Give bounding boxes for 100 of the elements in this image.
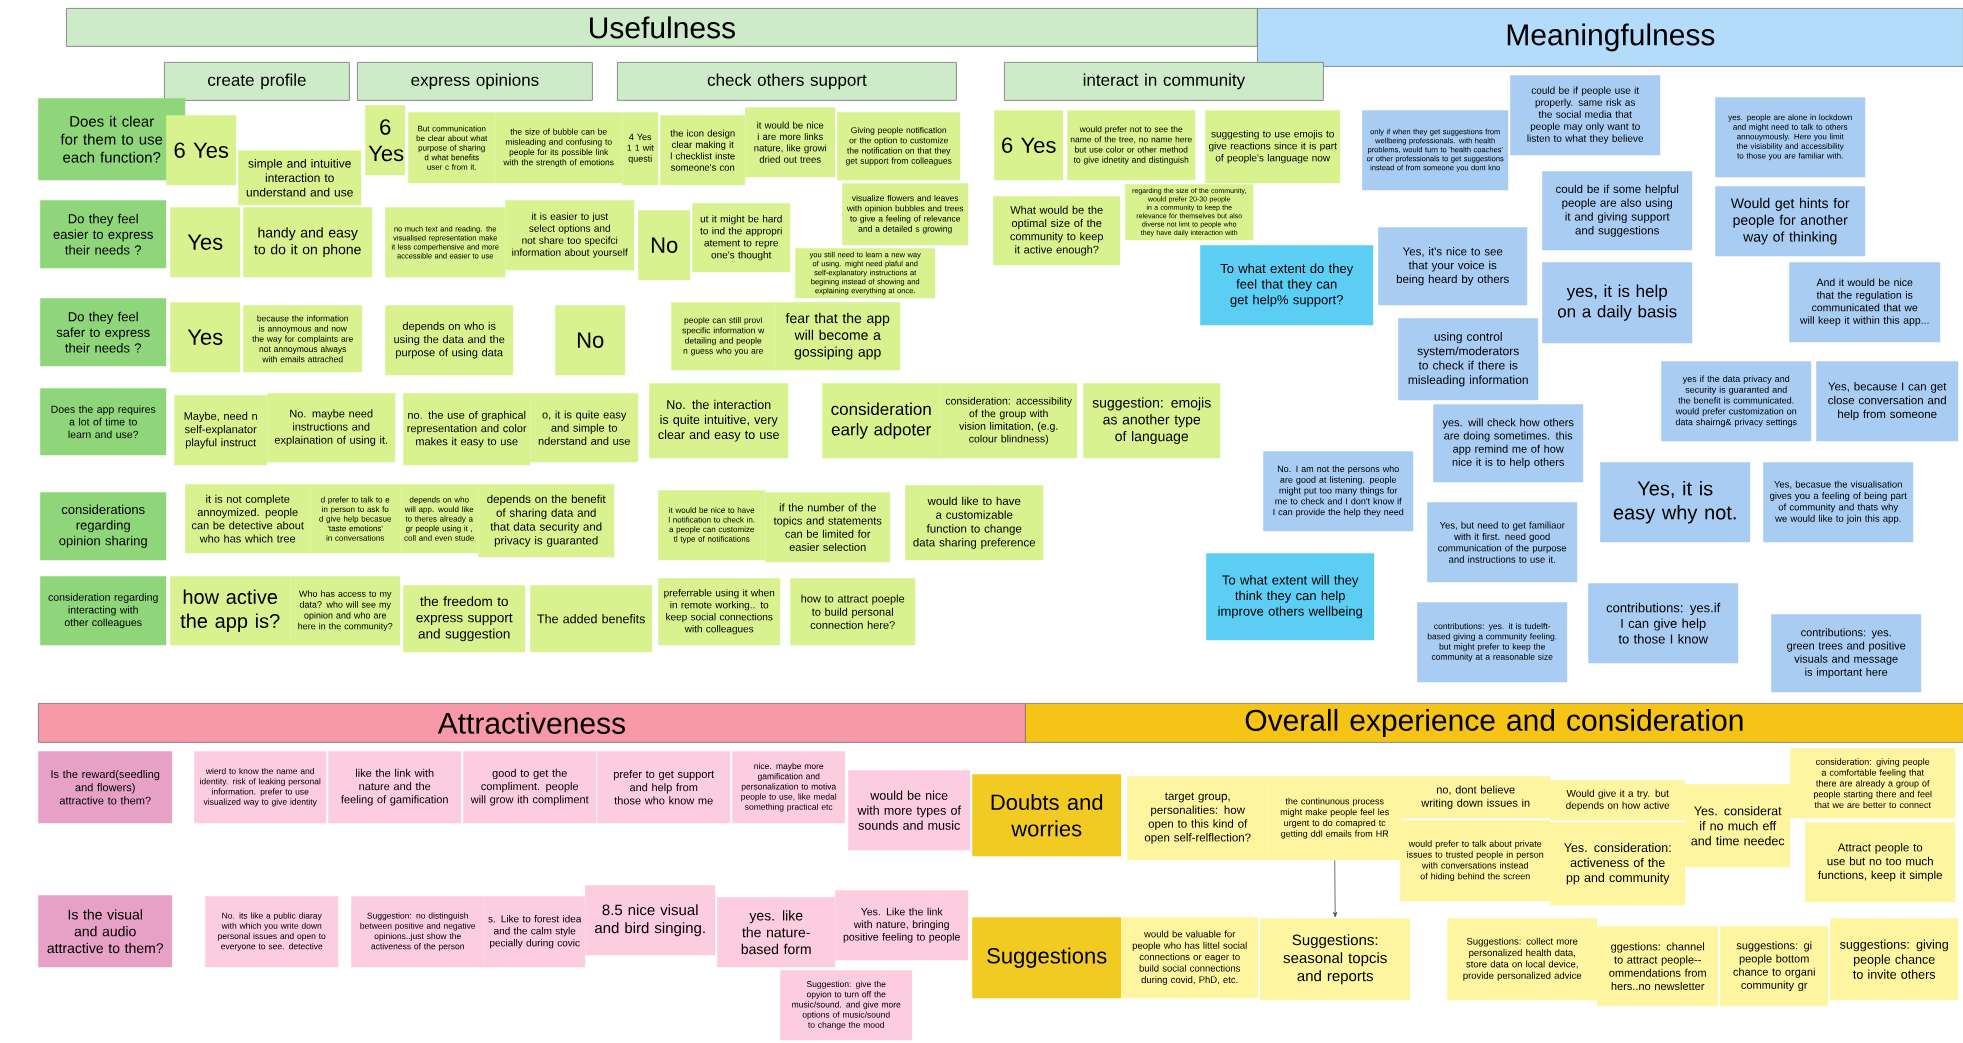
sticky-note: preferrable using it when in remote working.. to keep social connections with colleagues (658, 578, 781, 646)
sticky-note: No. the interaction is quite intuitive, very clear and easy to use (649, 383, 789, 459)
question-note: Does the app requires a lot of time to learn and use? (40, 388, 167, 456)
sticky-note: nice. maybe more gamification and personalization to motiva people to use, like medal something practical etc (732, 751, 846, 824)
sticky-note: Yes (170, 302, 241, 373)
sticky-note: target group, personalities: how open to this kind of open self-relflection? (1127, 776, 1269, 861)
sticky-note: suggesting to use emojis to give reactions since it is part of people's language now (1205, 110, 1341, 184)
question-note: Do they feel safer to express their needs ? (40, 298, 167, 367)
sticky-note: consideration: accessibility of the group with vision limitation, (e.g. colour blindness) (940, 383, 1078, 459)
sticky-note: suggestions: gi people bottom chance to organi community gr (1720, 926, 1829, 1007)
sticky-note: But communication be clear about what purpose of sharing d what benefits user c from it. (408, 112, 496, 184)
sticky-note: because the information is annoymous and now the way for complaints are not annoymous always with emails attrached (243, 305, 363, 373)
sticky-note: Who has access to my data? who will see my opinion and who are here in the community? (290, 576, 401, 646)
sticky-note: handy and easy to do it on phone (243, 207, 373, 278)
sticky-note: Maybe, need n self-explanator playful instruct (174, 395, 268, 466)
sticky-note: Yes, because I can get close conversation and help from someone (1816, 361, 1959, 442)
sticky-note: how active the app is? (170, 576, 291, 646)
sticky-note: would be valuable for people who has littel social connections or eager to build social connections during covid, PhD, etc. (1121, 917, 1259, 999)
sticky-note: No. I am not the persons who are good at listening. people might put too many things for me to check and I don't know if I can provide the help they need (1263, 451, 1414, 532)
sticky-note: would be nice with more types of sounds and music (848, 770, 971, 851)
sticky-note: how to attract poeple to build personal connection here? (790, 578, 916, 646)
sticky-note: Yes, it's nice to see that your voice is being heard by others (1378, 227, 1528, 306)
sticky-note: no. the use of graphical representation and color makes it easy to use (403, 393, 531, 466)
sticky-note: d prefer to talk to e in person to ask fo d give help becasue 'taste emotions' in conversations (310, 484, 401, 554)
sticky-note: depends on the benefit of sharing data and that data security and privacy is guaranted (478, 484, 615, 558)
sticky-note: What would be the optimal size of the community to keep it active enough? (993, 196, 1121, 266)
section-header: Attractiveness (38, 703, 1026, 743)
sticky-note: Would give it a try. but depends on how active (1550, 780, 1686, 821)
sticky-note: 4 Yes 1 1 wit questi (622, 112, 659, 186)
sticky-note: contributions: yes. green trees and positive visuals and message is important here (1771, 614, 1922, 693)
sticky-note: it is not complete annoymized. people can be detective about who has which tree (185, 484, 311, 554)
sticky-note: The added benefits (530, 585, 653, 653)
sticky-note: suggestions: giving people chance to invite others (1830, 918, 1959, 1001)
sticky-note: No. maybe need instructions and explaination of using it. (267, 393, 396, 463)
sticky-note: the freedom to express support and suggestion (403, 585, 526, 653)
sticky-note: depends on who will app. would like to theres already a gr people using it , coll and even stude (400, 484, 479, 554)
sticky-note: consideration early adpoter (822, 383, 941, 459)
sticky-note: good to get the compliment. people will grow ith compliment (463, 751, 597, 824)
sticky-note: prefer to get support and help from those who know me (597, 751, 731, 824)
sticky-note: yes if the data privacy and security is guaranted and the benefit is communicated. would prefer customization on data shairng& privacy settings (1661, 361, 1812, 442)
question-note: Doubts and worries (972, 774, 1122, 857)
sticky-note: 6 Yes (994, 110, 1064, 181)
sticky-note: 8.5 nice visual and bird singing. (585, 885, 716, 956)
sticky-note: would prefer not to see the name of the tree, no name here but use color or other method to give idnetity and distinguish (1067, 110, 1196, 181)
arrow (1333, 860, 1338, 918)
sticky-note: yes, it is help on a daily basis (1542, 262, 1693, 344)
sticky-note: consideration: giving people a comfortable feeling that there are already a group of people starting there and feel that we are better to connect (1790, 748, 1956, 819)
sticky-note: Yes, becasue the visualisation gives you a feeling of being part of community and thats why we would like to join this app. (1763, 462, 1914, 543)
sticky-note: depends on who is using the data and the purpose of using data (385, 305, 514, 376)
sticky-note: Yes (170, 207, 241, 278)
sticky-note: Suggestion: give the opyion to turn off the music/sound. and give more options of music/sound to change the mood (780, 970, 913, 1041)
sticky-note: s. Like to forest idea and the calm style pecially during covic (484, 896, 586, 968)
question-note: Do they feel easier to express their needs ? (40, 200, 167, 269)
question-note: consideration regarding interacting with other colleagues (40, 576, 167, 646)
sticky-note: ggestions: channel to attract people-- ommendations from hers..no newsletter (1597, 926, 1719, 1007)
sticky-note: 6 Yes (365, 105, 406, 176)
sticky-note: ut it might be hard to ind the appropri atement to repre one's thought (692, 203, 791, 273)
sticky-note: Attract people to use but no too much functions, keep it simple (1805, 822, 1956, 903)
sticky-note: And it would be nice that the regulation is communicated that we will keep it within this app... (1789, 262, 1941, 343)
sticky-note: yes. people are alone in lockdown and might need to talk to others annouymously. Here you limit the visiability and accessibility to those you are familiar with. (1715, 97, 1866, 178)
sticky-note: Yes. Like the link with nature, bringing positive feeling to people (835, 890, 969, 961)
sticky-note: Giving people notification or the option to customize the notification on that they get support from colleagues (837, 112, 961, 181)
question-note: Is the visual and audio attractive to them? (38, 895, 173, 968)
sticky-note: 6 Yes (166, 115, 237, 186)
sticky-note: the continunous process might make people feel les urgent to do comapred tc getting ddl emails from HR (1268, 776, 1402, 861)
sticky-note: yes. like the nature-based form (717, 897, 836, 968)
section-header: Meaningfulness (1257, 8, 1963, 67)
question-note: considerations regarding opinion sharing (40, 492, 167, 561)
sticky-note: Would get hints for people for another way of thinking (1715, 186, 1866, 257)
sticky-note: no, dont believe writing down issues in (1401, 776, 1551, 819)
section-header: Overall experience and consideration (1025, 703, 1963, 743)
sticky-note: could be if some helpful people are also using it and giving support and suggestions (1542, 171, 1693, 251)
category-header: create profile (164, 62, 350, 101)
sticky-note: like the link with nature and the feeling of gamification (328, 751, 462, 824)
sticky-note: fear that the app will become a gossiping app (775, 302, 901, 371)
sticky-note: simple and intuitive interaction to understand and use (238, 150, 362, 206)
sticky-note: wierd to know the name and identity. risk of leaking personal information. prefer to use visualized way to give identity (194, 751, 327, 824)
sticky-note: Yes. considerat if no much eff and time needec (1685, 784, 1791, 868)
sticky-note: it is easier to just select options and not share too specifci information about yourself (505, 200, 635, 271)
sticky-note: Suggestions: collect more personalized health data, store data on local device, provide personalized advice (1447, 918, 1598, 1001)
sticky-note: suggestion: emojis as another type of language (1083, 383, 1221, 459)
question-note: To what extent do they feel that they can get help% support? (1200, 245, 1374, 326)
sticky-note: Suggestion: no distinguish between positive and negative opinions..just show the activeness of the person (351, 896, 485, 968)
sticky-note: Suggestions: seasonal topcis and reports (1260, 918, 1411, 1001)
sticky-note: No (638, 210, 691, 281)
category-header: interact in community (1004, 62, 1324, 101)
question-note: Is the reward(seedling and flowers) attractive to them? (38, 751, 173, 824)
sticky-note: o, it is quite easy and simple to nderstand and use (530, 393, 639, 463)
sticky-note: No. its like a public diaray with which you write down personal issues and open to everyone to see. detective (205, 896, 339, 968)
sticky-note: Yes, but need to get familiaor with it first. need good communication of the purpose and instructions to use it. (1427, 502, 1578, 583)
sticky-note: would like to have a customizable function to change data sharing preference (905, 485, 1044, 561)
sticky-note: would prefer to talk about private issues to trusted people in person with conversations instead of hiding behind the screen (1400, 820, 1551, 902)
category-header: check others support (617, 62, 957, 101)
sticky-note: contributions: yes. it is tudelft-based giving a community feeling. but might prefer to keep the community at a reasonable size (1417, 602, 1568, 683)
sticky-note: No (555, 305, 626, 376)
sticky-note: it would be nice to have l notification to check in. a people can customize tl type of notifications (658, 490, 766, 561)
section-header: Usefulness (66, 8, 1258, 47)
sticky-note: Yes, it is easy why not. (1600, 462, 1751, 543)
sticky-note: contributions: yes.if I can give help to those I know (1588, 583, 1739, 664)
sticky-note: people can still provi specific information w detailing and people n guess who you are (671, 302, 776, 371)
